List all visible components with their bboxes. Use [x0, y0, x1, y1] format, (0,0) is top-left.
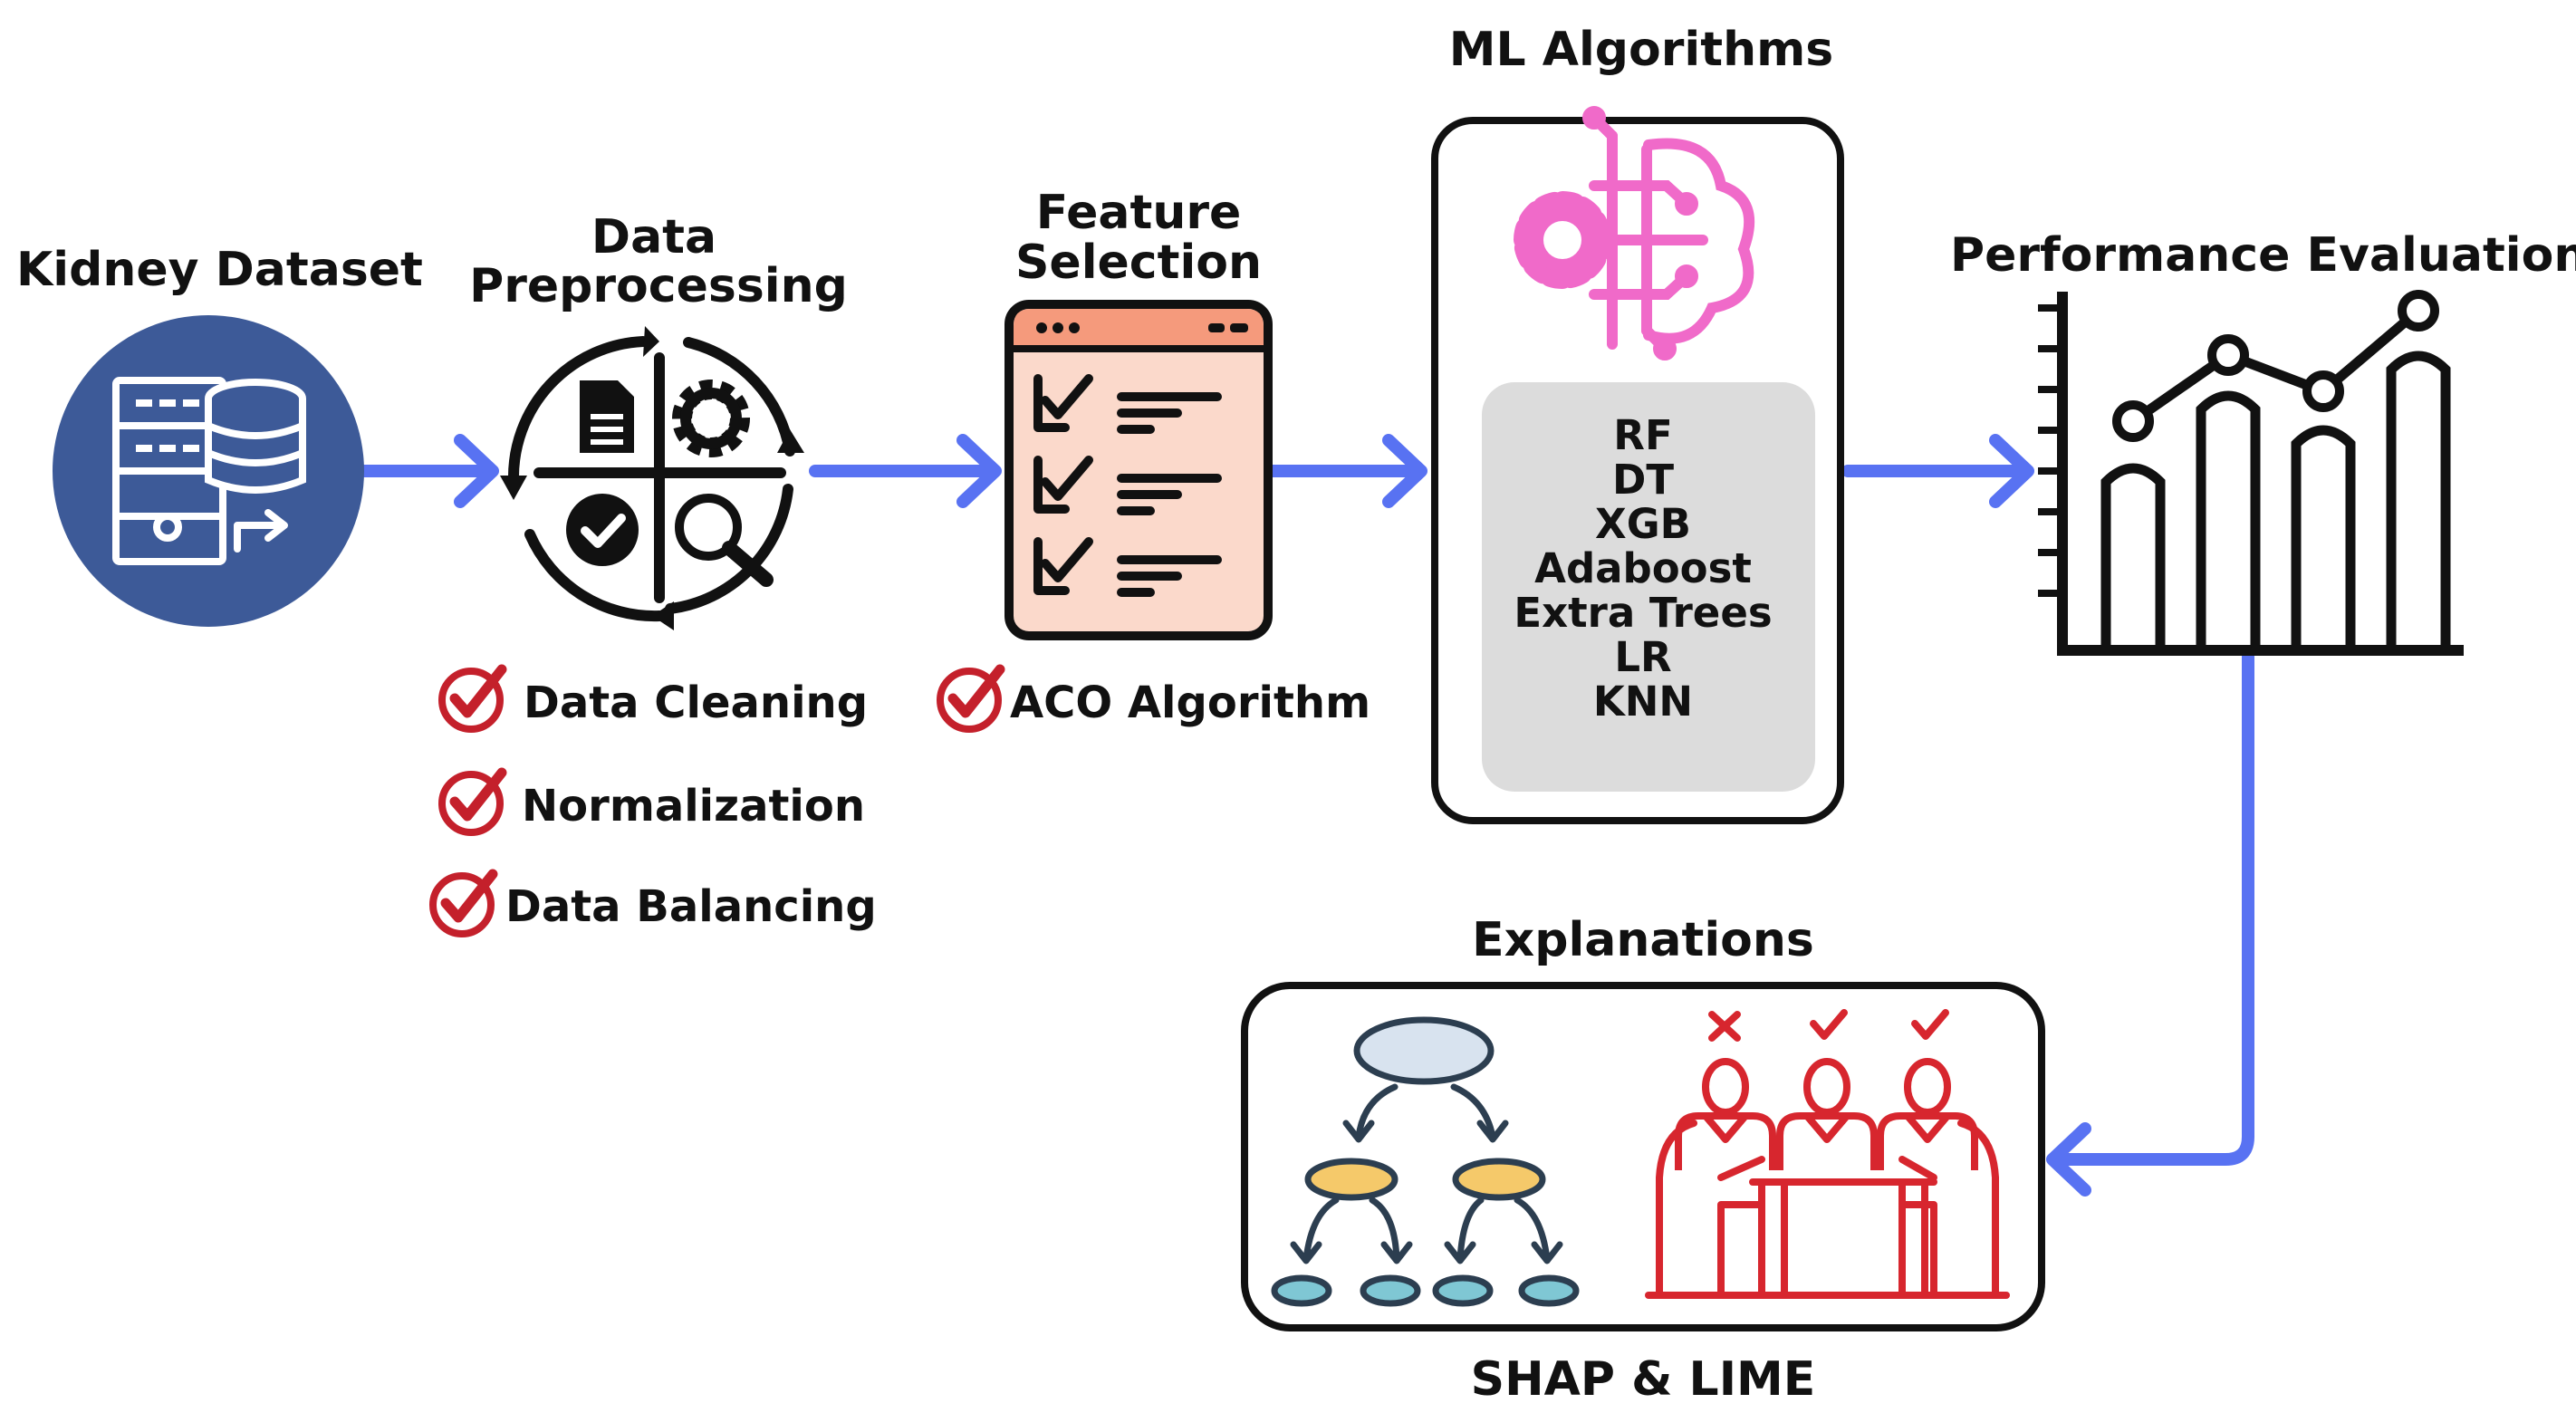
bar-line-chart-icon: [2038, 290, 2464, 656]
ml-algorithm-dt: DT: [1611, 456, 1675, 504]
checkmark-icon: [940, 669, 1000, 729]
arrow-evaluation-to-explanations: [2046, 650, 2254, 1197]
ml-algorithm-knn: KNN: [1592, 678, 1694, 726]
preprocessing-step-normalization: Normalization: [522, 781, 866, 831]
meeting-table-icon: [1645, 1009, 2010, 1299]
ml-algorithm-adaboost: Adaboost: [1534, 544, 1752, 592]
database-server-icon: [53, 315, 364, 627]
preprocessing-title-line1: Data: [591, 210, 717, 264]
ml-algorithm-extra-trees: Extra Trees: [1514, 589, 1773, 637]
explanations-title: Explanations: [1472, 913, 1814, 967]
ml-algorithms-title: ML Algorithms: [1448, 23, 1834, 77]
performance-evaluation-title: Performance Evaluation: [1950, 228, 2576, 283]
feature-selection-title-line1: Feature: [1035, 186, 1242, 240]
feature-selection-title-line2: Selection: [1014, 236, 1263, 290]
checkmark-icon: [442, 773, 502, 832]
arrow-preprocessing-to-feature: [809, 434, 1002, 508]
ml-algorithm-rf: RF: [1613, 411, 1673, 459]
gear-icon: [672, 380, 750, 457]
magnifier-icon: [675, 494, 774, 587]
explanations-caption: SHAP & LIME: [1470, 1352, 1816, 1407]
arrow-dataset-to-preprocessing: [356, 434, 499, 508]
arrow-ml-to-evaluation: [1841, 434, 2034, 508]
document-icon: [580, 380, 634, 453]
preprocessing-step-data-cleaning: Data Cleaning: [524, 678, 869, 728]
arrow-feature-to-ml: [1266, 434, 1427, 508]
checkmark-circle-icon: [566, 494, 639, 566]
ml-algorithm-lr: LR: [1614, 633, 1672, 681]
ml-algorithm-list: RF DT XGB Adaboost Extra Trees LR KNN: [1514, 413, 1772, 724]
dataset-title: Kidney Dataset: [16, 243, 423, 297]
feature-selection-method: ACO Algorithm: [1010, 678, 1371, 728]
checkmark-icon: [442, 669, 502, 729]
preprocessing-title-line2: Preprocessing: [469, 259, 848, 313]
decision-tree-icon: [1271, 1016, 1580, 1307]
ml-algorithm-xgb: XGB: [1595, 500, 1691, 548]
ai-brain-chip-icon: [1514, 106, 1755, 360]
cycle-process-icon: [500, 326, 804, 630]
flow-arrows: [356, 434, 2254, 1197]
checkmark-icon: [433, 874, 493, 934]
preprocessing-step-data-balancing: Data Balancing: [505, 881, 877, 932]
checklist-icon: [1004, 300, 1273, 640]
